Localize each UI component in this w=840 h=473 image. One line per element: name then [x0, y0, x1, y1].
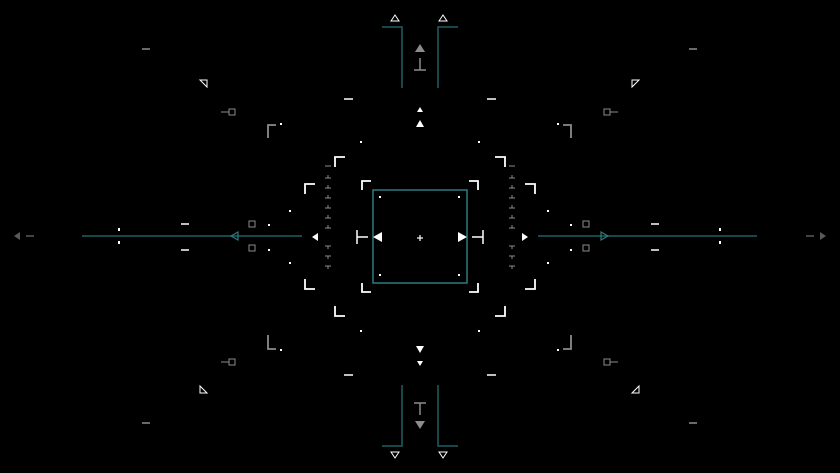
scatter-dots: [118, 141, 721, 332]
teal-frame: [82, 26, 757, 447]
triangle-up-icon: [390, 14, 400, 22]
dash-marks: [181, 98, 659, 376]
triangle-left-icon: [373, 232, 382, 242]
bracket-dots: [280, 123, 559, 351]
corner-triangles: [198, 79, 641, 394]
edge-arrows: [14, 232, 826, 240]
triangle-right-icon: [458, 232, 467, 242]
center-box-dots: [379, 196, 460, 276]
right-tick-ladder: [509, 165, 515, 269]
inner-corner-brackets: [361, 180, 479, 293]
triangle-right-icon: [522, 233, 528, 241]
triangle-left-icon: [312, 233, 318, 241]
gray-dash-marks: [142, 48, 697, 424]
guide-arrows: [229, 230, 610, 242]
bottom-right-bracket: [437, 385, 458, 447]
outer-corner-brackets: [304, 156, 536, 317]
bottom-pointer: [414, 346, 426, 429]
triangle-down-icon: [417, 361, 423, 366]
triangle-down-icon: [416, 346, 424, 353]
triangle-up-icon: [416, 120, 424, 127]
top-right-bracket: [437, 26, 458, 88]
triangle-down-icon: [438, 451, 448, 459]
ladder-arrows: [312, 233, 528, 241]
triangle-left-icon: [229, 230, 239, 242]
bottom-left-bracket: [382, 385, 403, 447]
center-target-box: [372, 189, 468, 284]
triangle-up-icon: [438, 14, 448, 22]
plus-icon: [417, 235, 423, 241]
triangle-left-icon: [14, 232, 20, 240]
triangle-right-icon: [600, 230, 610, 242]
gray-angle-brackets: [267, 124, 572, 350]
node-connectors: [221, 108, 618, 366]
triangle-up-icon: [417, 107, 423, 112]
top-pointer: [414, 44, 426, 127]
edge-triangles: [390, 14, 448, 459]
top-left-bracket: [382, 26, 403, 88]
triangle-down-icon: [415, 421, 425, 429]
left-tick-ladder: [325, 165, 331, 269]
side-squares: [248, 220, 590, 252]
center-pointers: [356, 230, 484, 244]
triangle-up-icon: [415, 44, 425, 52]
triangle-down-icon: [390, 451, 400, 459]
triangle-right-icon: [820, 232, 826, 240]
